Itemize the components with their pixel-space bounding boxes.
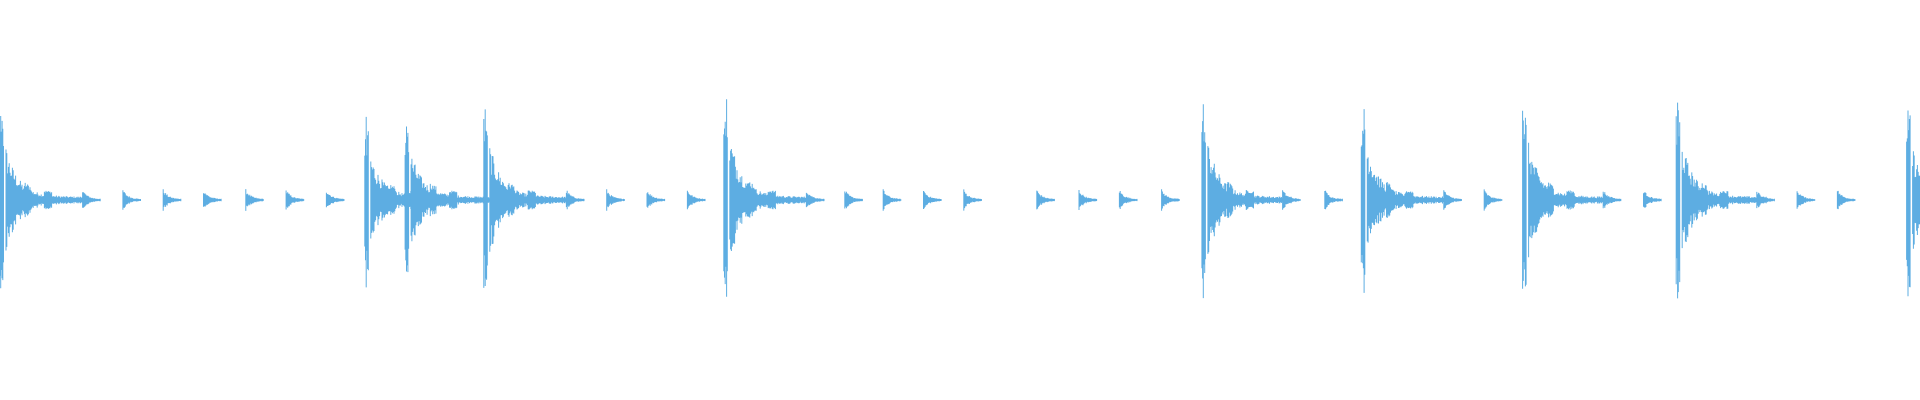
transient-tick <box>285 190 305 210</box>
transient-shape <box>1324 190 1343 210</box>
transients-group <box>0 99 1920 299</box>
transient-hit <box>0 116 91 289</box>
transient-tick <box>882 189 902 211</box>
transient-shape <box>1483 189 1503 211</box>
transient-shape <box>1201 104 1293 299</box>
transient-shape <box>1522 110 1614 289</box>
transient-tick <box>1161 189 1180 211</box>
transient-tick <box>646 192 666 208</box>
transient-hit <box>404 126 496 273</box>
transient-shape <box>923 191 942 209</box>
transient-hit <box>1360 109 1452 293</box>
transient-tick <box>1643 192 1662 208</box>
transient-shape <box>245 189 264 211</box>
transient-shape <box>686 190 706 210</box>
transient-hit <box>1522 110 1614 289</box>
transient-shape <box>1675 102 1767 299</box>
transient-tick <box>1443 190 1462 210</box>
transient-shape <box>285 190 305 210</box>
transient-shape <box>723 99 815 297</box>
transient-shape <box>122 190 141 210</box>
transient-shape <box>606 189 625 211</box>
transient-shape <box>844 191 863 209</box>
transient-shape <box>0 116 91 289</box>
transient-tick <box>1836 190 1856 210</box>
transient-tick <box>923 191 942 209</box>
transient-tick <box>1602 191 1622 209</box>
transient-tick <box>1796 191 1816 209</box>
transient-shape <box>565 190 585 210</box>
transient-shape <box>1036 190 1055 210</box>
transient-shape <box>882 189 902 211</box>
transient-tick <box>1078 190 1098 210</box>
transient-tick <box>325 192 345 208</box>
transient-hit <box>1675 102 1767 299</box>
transient-shape <box>162 189 182 211</box>
transient-hit <box>483 109 575 288</box>
transient-tick <box>963 189 982 211</box>
transient-shape <box>325 192 345 208</box>
transient-shape <box>1906 110 1920 297</box>
transient-tick <box>565 190 585 210</box>
transient-shape <box>1756 191 1775 209</box>
transient-shape <box>1360 109 1452 293</box>
transient-tick <box>1036 190 1055 210</box>
transient-tick <box>606 189 625 211</box>
transient-shape <box>203 193 222 207</box>
transient-shape <box>82 192 101 208</box>
transient-shape <box>1796 191 1816 209</box>
transient-shape <box>404 126 496 273</box>
transient-tick <box>686 190 706 210</box>
transient-shape <box>1643 192 1662 208</box>
transient-shape <box>646 192 666 208</box>
transient-shape <box>1282 190 1301 210</box>
transient-hit <box>723 99 815 297</box>
transient-tick <box>203 193 222 207</box>
transient-tick <box>162 189 182 211</box>
transient-shape <box>483 109 575 288</box>
transient-tick <box>122 190 141 210</box>
transient-tick <box>245 189 264 211</box>
transient-tick <box>1282 190 1301 210</box>
transient-hit <box>1201 104 1293 299</box>
transient-tick <box>82 192 101 208</box>
transient-tick <box>805 192 825 208</box>
transient-shape <box>1443 190 1462 210</box>
transient-tick <box>844 191 863 209</box>
transient-shape <box>1118 191 1138 209</box>
transient-shape <box>963 189 982 211</box>
transient-tick <box>1118 191 1138 209</box>
transient-shape <box>1836 190 1856 210</box>
transient-shape <box>1078 190 1098 210</box>
transient-tick <box>1324 190 1343 210</box>
transient-shape <box>1161 189 1180 211</box>
transient-hit <box>1906 110 1920 297</box>
transient-tick <box>1756 191 1775 209</box>
transient-shape <box>805 192 825 208</box>
transient-tick <box>1483 189 1503 211</box>
transient-shape <box>1602 191 1622 209</box>
